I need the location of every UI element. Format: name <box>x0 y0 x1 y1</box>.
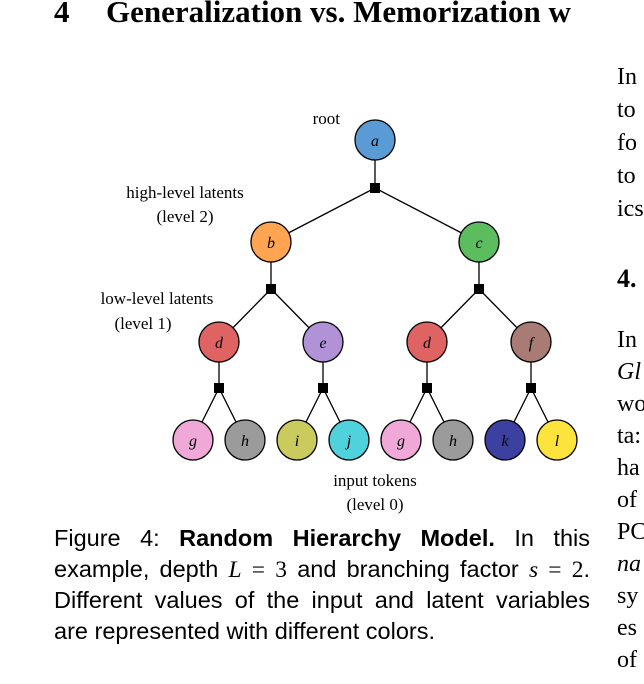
node-label: j <box>345 433 352 450</box>
text-line: fo <box>617 130 637 156</box>
node-label: h <box>449 433 457 450</box>
text-line: ha <box>617 455 640 481</box>
low-level-label: low-level latents <box>101 289 214 308</box>
junction-square <box>214 383 224 393</box>
node-circle <box>172 419 214 461</box>
input-tokens-label: input tokens <box>333 471 417 490</box>
text-line: Gl <box>617 359 641 385</box>
text-line: In <box>617 327 637 353</box>
high-level-sublabel: (level 2) <box>156 207 213 226</box>
text-line: ta: <box>617 423 641 449</box>
latent-node-level1: d <box>406 321 448 363</box>
tree-nodes: a b c d e d f g <box>172 119 578 461</box>
text-line: na <box>617 551 641 577</box>
text-line: sy <box>617 583 639 609</box>
latent-node-level1: d <box>198 321 240 363</box>
node-circle <box>484 419 526 461</box>
text-line: of <box>617 647 637 673</box>
latent-node-level2: b <box>250 221 292 263</box>
text-line: In <box>617 64 637 90</box>
input-token-node: j <box>328 419 370 461</box>
node-label: b <box>267 235 275 252</box>
section-title: Generalization vs. Memorization w <box>106 0 571 29</box>
math-s: s <box>528 556 539 583</box>
input-token-node: i <box>276 419 318 461</box>
high-level-label: high-level latents <box>126 183 244 202</box>
node-label: f <box>529 335 536 352</box>
input-token-node: g <box>380 419 422 461</box>
math-eq: = <box>548 556 562 583</box>
text-line: to <box>617 97 636 123</box>
input-token-node: h <box>432 419 474 461</box>
input-token-node: k <box>484 419 526 461</box>
root-node: a <box>354 119 396 161</box>
math-L-value: 3 <box>275 556 287 583</box>
input-token-node: h <box>224 419 266 461</box>
node-label: d <box>423 335 432 352</box>
root-label: root <box>313 109 341 128</box>
junction-square <box>318 383 328 393</box>
input-token-node: l <box>536 419 578 461</box>
junctions <box>214 183 536 393</box>
junction-square <box>266 284 276 294</box>
node-label: g <box>189 433 197 450</box>
caption-text: and branching factor <box>297 555 519 582</box>
text-line: es <box>617 615 637 641</box>
node-circle <box>380 419 422 461</box>
junction-square <box>526 383 536 393</box>
figure-label: Figure 4: <box>54 525 160 551</box>
node-label: g <box>397 433 405 450</box>
text-line: PC <box>617 519 644 545</box>
caption-text: . Different values of the input and late… <box>54 555 591 644</box>
latent-node-level2: c <box>458 221 500 263</box>
node-label: c <box>475 235 482 252</box>
node-circle <box>432 419 474 461</box>
text-line: to <box>617 163 636 189</box>
node-circle <box>510 321 552 363</box>
node-label: l <box>555 433 560 450</box>
figure-title: Random Hierarchy Model. <box>179 525 495 551</box>
node-circle <box>198 321 240 363</box>
node-label: e <box>319 335 326 352</box>
node-circle <box>224 419 266 461</box>
math-eq: = <box>251 556 266 583</box>
figure-caption: Figure 4: Random Hierarchy Model. In thi… <box>54 523 590 646</box>
subsection-number: 4. <box>617 264 637 293</box>
node-circle <box>406 321 448 363</box>
node-circle <box>328 419 370 461</box>
node-circle <box>354 119 396 161</box>
node-label: h <box>241 433 249 450</box>
node-circle <box>536 419 578 461</box>
input-token-node: g <box>172 419 214 461</box>
node-label: d <box>215 335 224 352</box>
node-circle <box>458 221 500 263</box>
text-line: ics <box>617 196 644 222</box>
node-label: i <box>295 433 299 450</box>
input-tokens-sublabel: (level 0) <box>346 495 403 514</box>
caption-text: In this example, depth <box>54 525 591 582</box>
node-circle <box>302 321 344 363</box>
low-level-sublabel: (level 1) <box>114 314 171 333</box>
node-label: a <box>371 133 379 150</box>
junction-square <box>370 183 380 193</box>
latent-node-level1: e <box>302 321 344 363</box>
junction-square <box>474 284 484 294</box>
text-line: wo <box>617 391 644 417</box>
math-s-value: 2 <box>571 556 584 583</box>
node-circle <box>250 221 292 263</box>
node-label: k <box>501 433 509 450</box>
latent-node-level1: f <box>510 321 552 363</box>
node-circle <box>276 419 318 461</box>
junction-square <box>422 383 432 393</box>
section-heading: 4 Generalization vs. Memorization w <box>54 0 571 30</box>
math-L: L <box>228 556 242 583</box>
section-number: 4 <box>54 0 70 29</box>
text-line: of <box>617 487 637 513</box>
